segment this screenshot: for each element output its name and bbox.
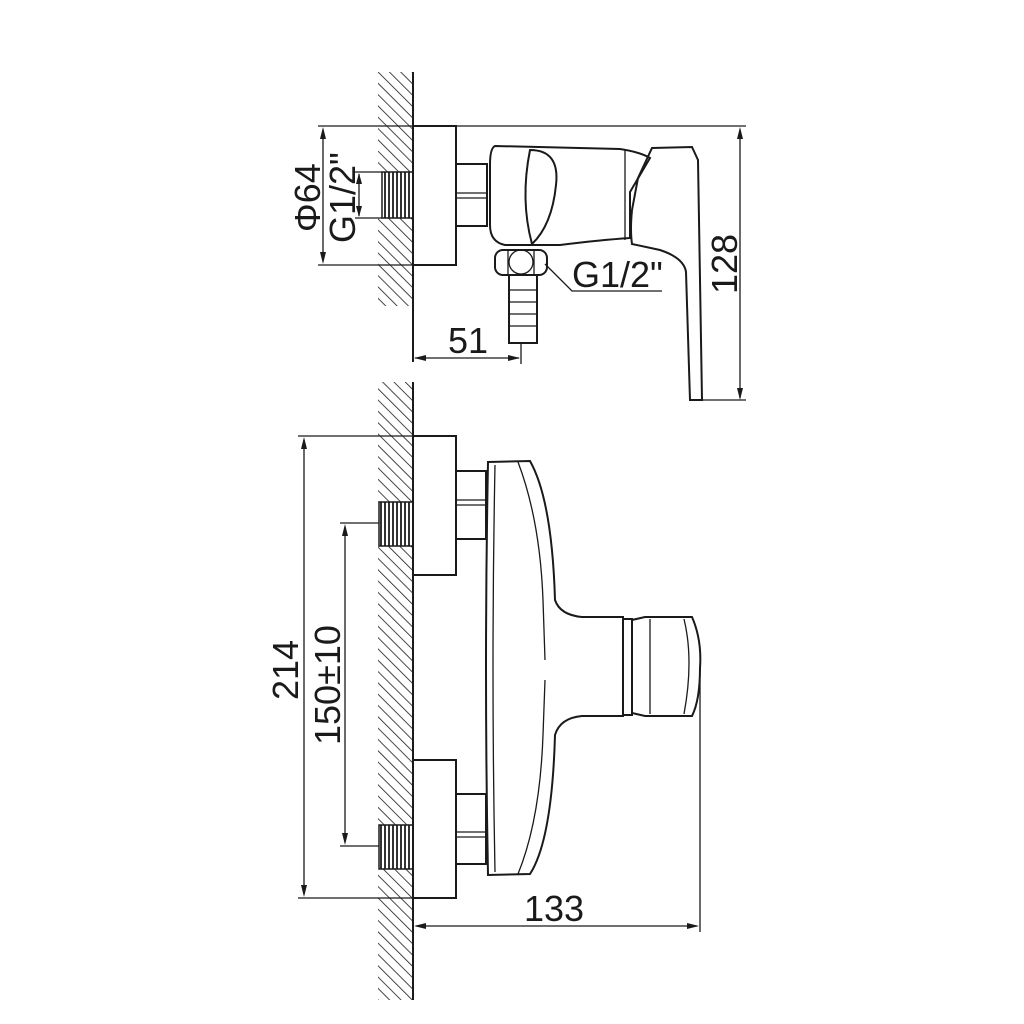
height-label: 128 (704, 234, 745, 294)
mixer-body (489, 144, 652, 246)
outlet-nut (494, 249, 548, 276)
lever-handle (630, 145, 704, 401)
wall-hatch (378, 72, 413, 172)
lower-nut (455, 793, 487, 865)
total-height-label: 214 (265, 640, 306, 700)
handle-collar (622, 618, 633, 716)
front-view: 214 150±10 133 (265, 382, 702, 1000)
inlet-thread (381, 171, 414, 219)
escutcheon (412, 125, 457, 266)
upper-escutcheon (412, 435, 457, 576)
side-view: Φ64 G1/2" G1/2" 51 128 (287, 72, 746, 401)
connector-nut (455, 163, 488, 227)
body-cap (524, 148, 558, 246)
center-distance-label: 150±10 (307, 625, 348, 745)
wall-hatch (378, 546, 413, 825)
inlet-thread-label: G1/2" (322, 152, 363, 243)
outlet-thread-label: G1/2" (572, 254, 663, 295)
lever-handle (631, 616, 702, 717)
lower-inlet-thread (378, 824, 414, 870)
wall-hatch (378, 869, 413, 1000)
wall-hatch (378, 382, 413, 502)
wall-hatch (378, 218, 413, 306)
upper-inlet-thread (378, 501, 414, 547)
hose-connector (508, 274, 538, 344)
projection-label: 51 (448, 320, 488, 361)
lower-escutcheon (412, 759, 457, 899)
diameter-label: Φ64 (287, 163, 328, 232)
outlet-leader (544, 263, 662, 292)
depth-label: 133 (524, 888, 584, 929)
mixer-body-plate (485, 459, 624, 877)
